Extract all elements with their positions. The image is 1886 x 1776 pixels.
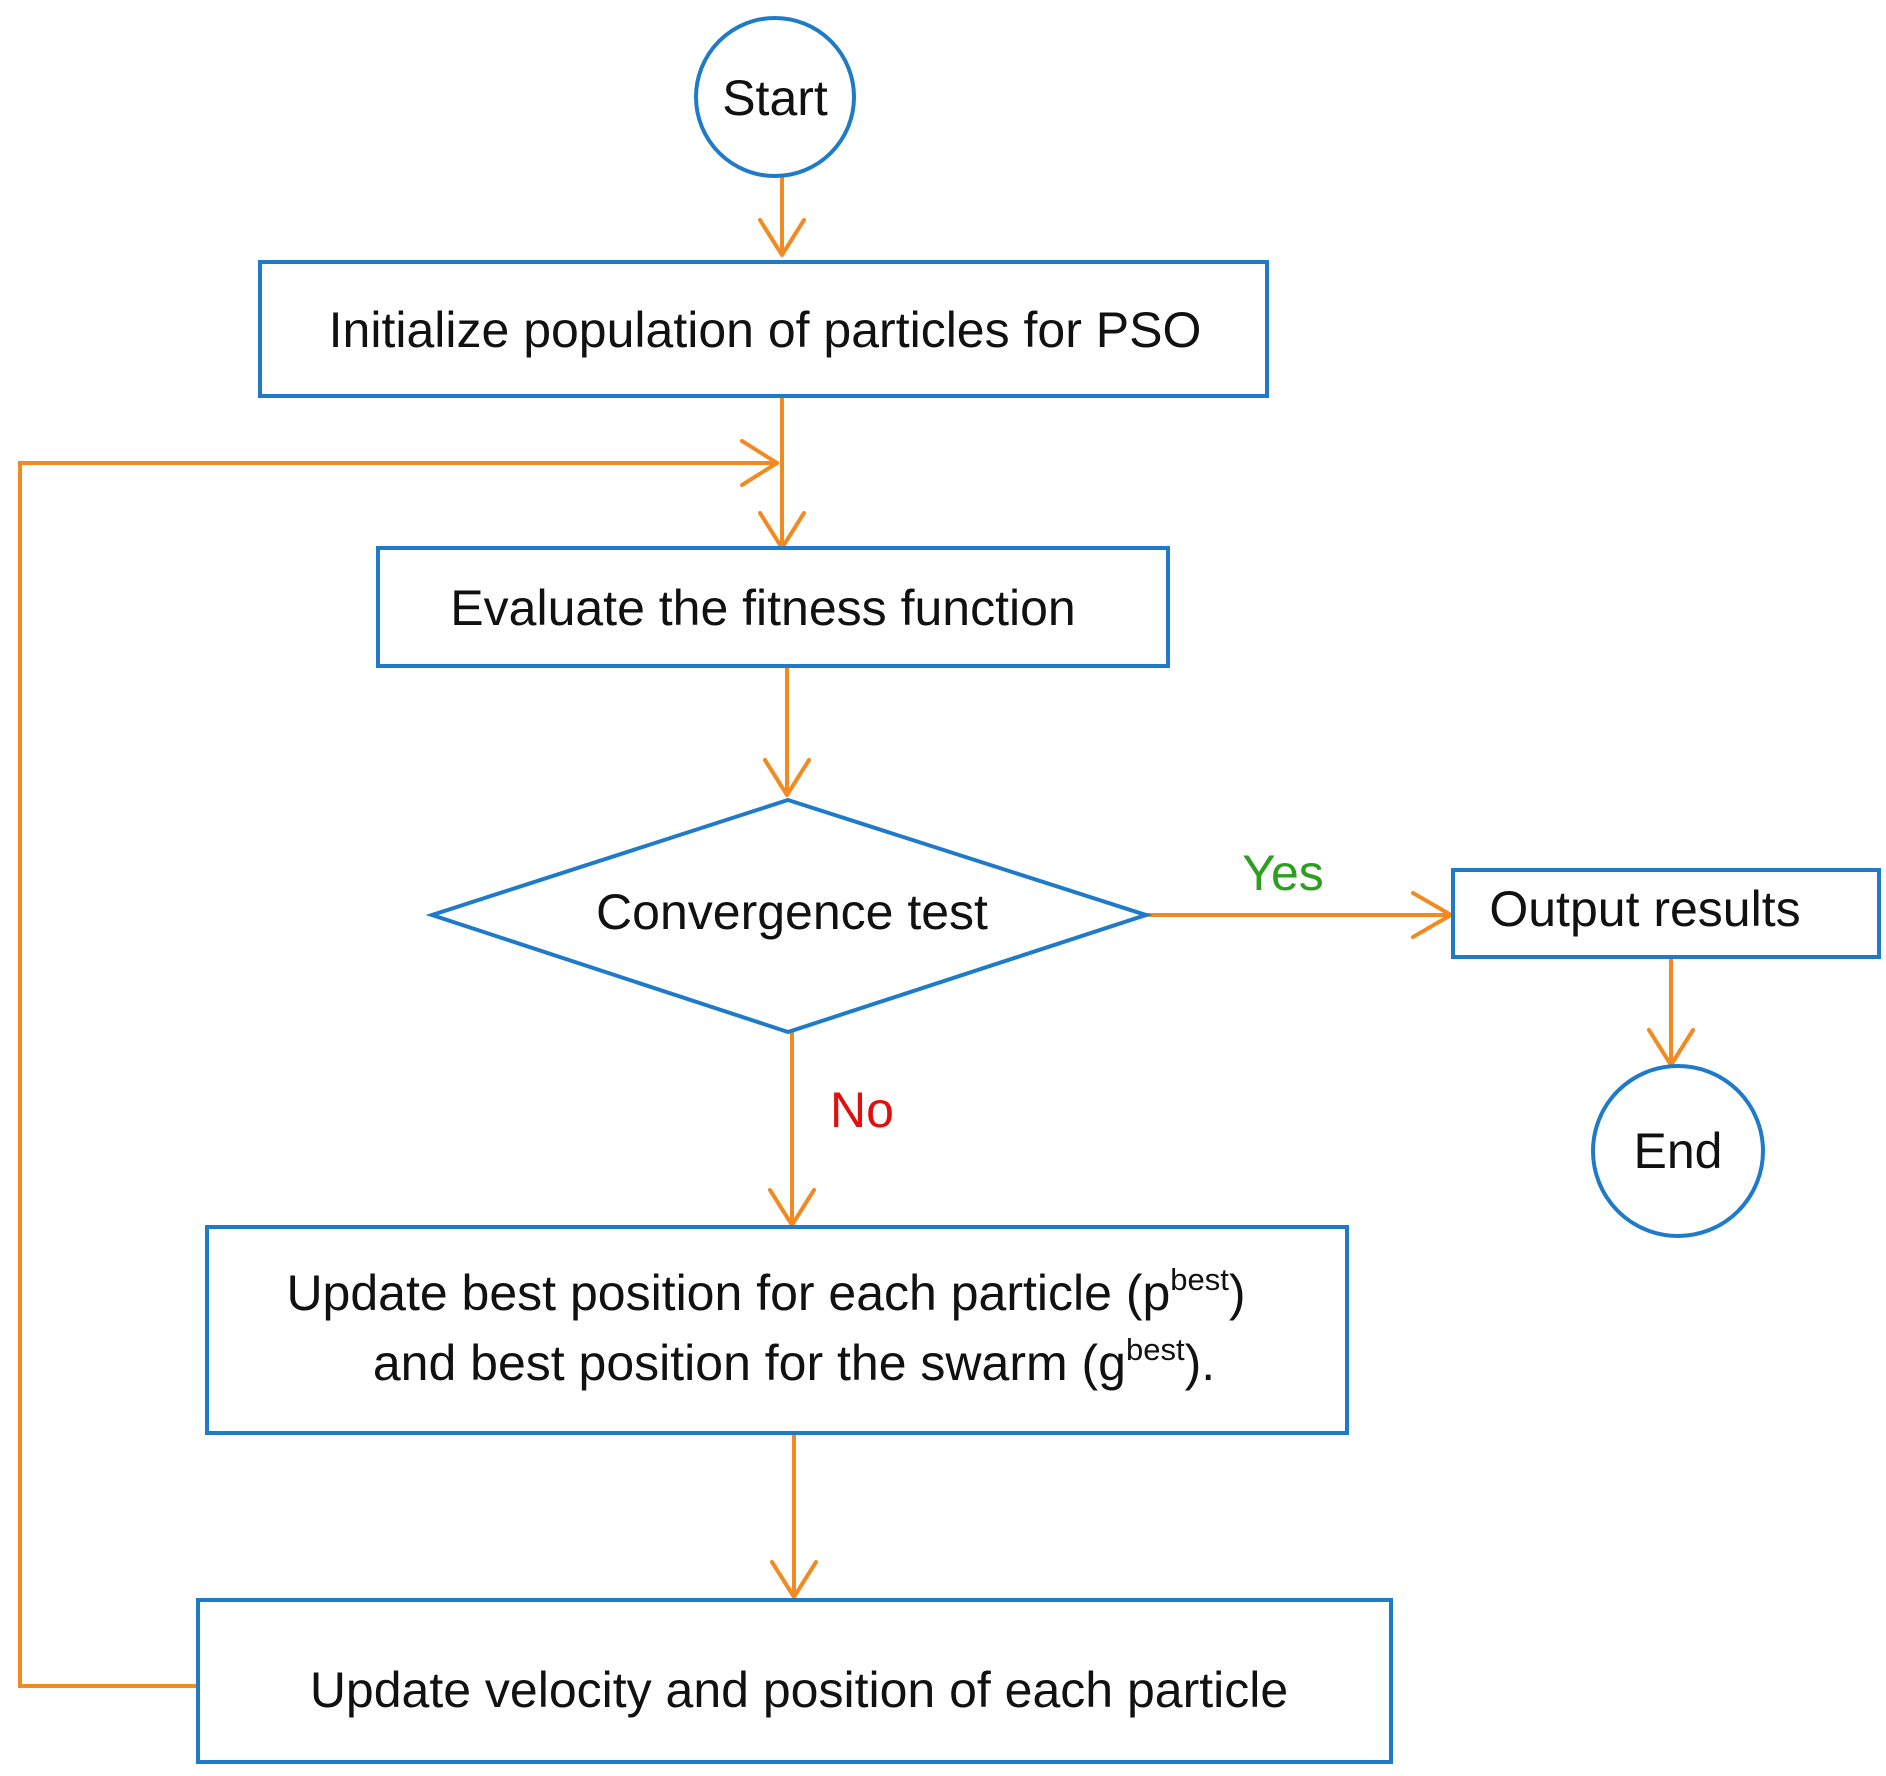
update-best-line1-prefix: Update best position for each particle (… bbox=[286, 1265, 1170, 1321]
start-label: Start bbox=[722, 70, 828, 126]
convergence-label: Convergence test bbox=[596, 884, 988, 940]
update-best-line2-suffix: ). bbox=[1185, 1335, 1216, 1391]
end-circle bbox=[1591, 1064, 1765, 1238]
start-node: Start bbox=[694, 16, 856, 178]
update-best-line1: Update best position for each particle (… bbox=[286, 1262, 1245, 1321]
update-best-line2-sup: best bbox=[1126, 1332, 1185, 1367]
yes-label: Yes bbox=[1242, 845, 1324, 901]
edge-loop-back bbox=[18, 461, 775, 1688]
output-box bbox=[1451, 868, 1881, 959]
evaluate-label: Evaluate the fitness function bbox=[450, 580, 1075, 636]
convergence-diamond bbox=[425, 797, 1153, 1035]
update-best-line2: and best position for the swarm (gbest). bbox=[373, 1332, 1215, 1391]
update-velocity-label: Update velocity and position of each par… bbox=[310, 1662, 1288, 1718]
output-label: Output results bbox=[1489, 881, 1800, 937]
arrow-start-to-initialize bbox=[758, 218, 806, 257]
arrow-loop-back bbox=[740, 439, 779, 487]
evaluate-box bbox=[376, 546, 1170, 668]
update-velocity-box bbox=[196, 1598, 1393, 1764]
end-node: End bbox=[1591, 1064, 1765, 1238]
update-best-line1-suffix: ) bbox=[1229, 1265, 1246, 1321]
convergence-node: Convergence test bbox=[425, 797, 1153, 1035]
initialize-node: Initialize population of particles for P… bbox=[258, 260, 1269, 398]
evaluate-node: Evaluate the fitness function bbox=[376, 546, 1170, 668]
update-best-node: Update best position for each particle (… bbox=[205, 1225, 1349, 1435]
start-circle bbox=[694, 16, 856, 178]
end-label: End bbox=[1634, 1123, 1723, 1179]
update-best-box bbox=[205, 1225, 1349, 1435]
arrow-update-best-to-update-velocity bbox=[770, 1560, 818, 1599]
edges bbox=[18, 175, 1695, 1688]
output-node: Output results bbox=[1451, 868, 1881, 959]
arrow-evaluate-to-convergence bbox=[763, 758, 811, 797]
update-best-line1-sup: best bbox=[1170, 1262, 1229, 1297]
initialize-box bbox=[258, 260, 1269, 398]
no-label: No bbox=[830, 1082, 894, 1138]
update-best-line2-prefix: and best position for the swarm (g bbox=[373, 1335, 1126, 1391]
initialize-label: Initialize population of particles for P… bbox=[329, 302, 1202, 358]
update-velocity-node: Update velocity and position of each par… bbox=[196, 1598, 1393, 1764]
